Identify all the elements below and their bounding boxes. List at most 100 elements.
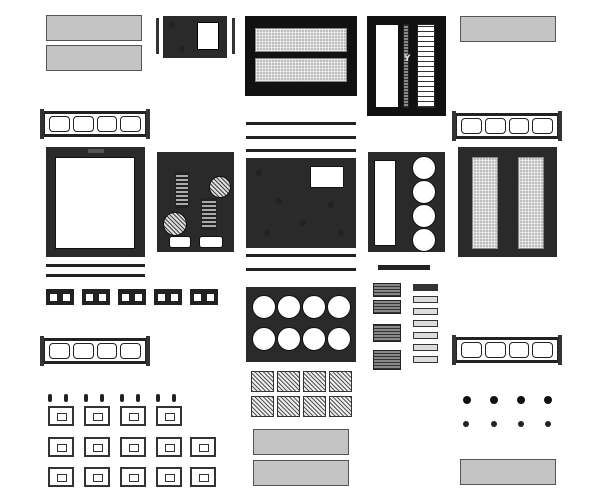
bracket-pair bbox=[46, 289, 74, 305]
psu-cutout bbox=[169, 236, 191, 248]
fan-hole-icon bbox=[302, 327, 326, 351]
fan-slot bbox=[96, 343, 118, 359]
fan-slot bbox=[72, 116, 94, 132]
standoff-icon bbox=[256, 170, 262, 176]
standoff-icon bbox=[276, 198, 282, 204]
vent-slots bbox=[201, 198, 217, 230]
fan-slot bbox=[484, 342, 506, 358]
fan-slot bbox=[49, 343, 70, 359]
radiator-comb-right bbox=[417, 24, 435, 108]
glass-panel-bottom-center-2 bbox=[253, 460, 349, 486]
fan-hole-icon bbox=[252, 295, 276, 319]
fan-slot bbox=[484, 118, 506, 134]
fan-hole-icon bbox=[277, 327, 301, 351]
mount-clip bbox=[84, 406, 110, 426]
bracket-pair bbox=[154, 289, 182, 305]
square-hole-icon bbox=[156, 292, 167, 303]
fan-slot bbox=[508, 342, 530, 358]
standoff-icon bbox=[338, 230, 344, 236]
pin-icon bbox=[48, 394, 52, 402]
foot-icon bbox=[544, 396, 552, 404]
front-mesh-panel bbox=[458, 147, 557, 257]
fan-hole-icon bbox=[277, 295, 301, 319]
rail-h bbox=[378, 265, 430, 270]
motherboard-tray-small bbox=[163, 16, 227, 58]
pin-icon bbox=[64, 394, 68, 402]
thermaltake-logo-icon: Y bbox=[404, 54, 411, 64]
foot-icon bbox=[463, 396, 471, 404]
rail-left bbox=[156, 18, 159, 54]
fan-slot bbox=[96, 116, 118, 132]
radiator-comb bbox=[403, 24, 409, 108]
hdd-rail bbox=[413, 332, 438, 339]
mesh-strip-lower bbox=[255, 58, 347, 82]
square-hole-icon bbox=[205, 292, 216, 303]
mount-clip bbox=[48, 467, 74, 487]
fan-slot bbox=[72, 343, 94, 359]
fan-hole-icon bbox=[302, 295, 326, 319]
square-hole-icon bbox=[133, 292, 144, 303]
mount-clip bbox=[48, 437, 74, 457]
standoff-icon bbox=[328, 202, 334, 208]
pin-icon bbox=[172, 394, 176, 402]
cpu-cutout bbox=[310, 166, 344, 188]
fan-unit bbox=[329, 371, 352, 392]
psu-cutout bbox=[199, 236, 223, 248]
mount-clip bbox=[48, 406, 74, 426]
pin-icon bbox=[84, 394, 88, 402]
radiator-mount-panel bbox=[368, 152, 445, 252]
side-window bbox=[55, 157, 135, 249]
fan-bracket-right-bottom bbox=[452, 335, 562, 365]
rail-e bbox=[246, 268, 356, 271]
pin-icon bbox=[136, 394, 140, 402]
panel-latch bbox=[88, 149, 104, 153]
expansion-slots bbox=[175, 172, 189, 208]
glass-panel-top-left-2 bbox=[46, 45, 142, 71]
fan-hole-icon bbox=[163, 212, 187, 236]
mesh-column-right bbox=[518, 157, 544, 249]
mount-clip bbox=[190, 467, 216, 487]
fan-unit bbox=[303, 371, 326, 392]
fan-hole-icon bbox=[412, 156, 436, 180]
hdd-rail bbox=[413, 320, 438, 327]
rail-d bbox=[246, 254, 356, 257]
fan-slot bbox=[49, 116, 70, 132]
rail-a bbox=[246, 122, 356, 125]
mount-clip bbox=[156, 467, 182, 487]
fan-bracket-left-bottom bbox=[40, 336, 150, 366]
square-hole-icon bbox=[84, 292, 95, 303]
front-panel-logo: Y bbox=[367, 16, 446, 116]
rail-c bbox=[246, 149, 356, 152]
mesh-column-left bbox=[472, 157, 498, 249]
glass-panel-bottom-right bbox=[460, 459, 556, 485]
fan-unit bbox=[251, 396, 274, 417]
drive-cage-3 bbox=[373, 324, 401, 342]
thumbscrew-icon bbox=[518, 421, 524, 427]
bracket-pair bbox=[190, 289, 218, 305]
square-hole-icon bbox=[61, 292, 72, 303]
fan-slot bbox=[508, 118, 530, 134]
bracket-pair bbox=[118, 289, 146, 305]
radiator-window bbox=[374, 160, 396, 246]
thumbscrew-icon bbox=[491, 421, 497, 427]
glass-panel-bottom-center-1 bbox=[253, 429, 349, 455]
mesh-strip-upper bbox=[255, 28, 347, 52]
mount-clip bbox=[156, 406, 182, 426]
mount-clip bbox=[190, 437, 216, 457]
fan-plate-8 bbox=[246, 287, 356, 362]
fan-hole-icon bbox=[412, 228, 436, 252]
hdd-rail bbox=[413, 356, 438, 363]
foot-icon bbox=[517, 396, 525, 404]
hdd-rail bbox=[413, 344, 438, 351]
fan-slot bbox=[532, 342, 553, 358]
fan-slot bbox=[461, 118, 482, 134]
mount-clip bbox=[84, 467, 110, 487]
square-hole-icon bbox=[97, 292, 108, 303]
square-hole-icon bbox=[48, 292, 59, 303]
square-hole-icon bbox=[120, 292, 131, 303]
rail-right bbox=[232, 18, 235, 54]
screw-icon bbox=[179, 46, 185, 52]
fan-hole-icon bbox=[327, 327, 351, 351]
glass-panel-top-right bbox=[460, 16, 556, 42]
mount-clip bbox=[84, 437, 110, 457]
